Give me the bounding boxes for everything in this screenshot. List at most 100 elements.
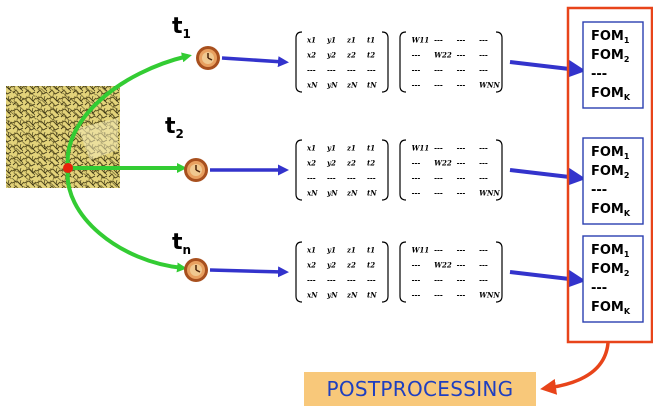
matrix-cell: --- [412,51,421,60]
fom-item-text: --- [591,67,607,82]
stopwatch-icon [184,158,208,182]
matrix-cell: --- [434,81,443,90]
matrix-cell: --- [457,291,466,300]
matrix-cell: --- [479,51,488,60]
stopwatch-icon [184,258,208,282]
matrix-cell: t1 [367,246,375,255]
fom-item: FOMK [591,202,631,218]
matrix-cell: tN [367,81,377,90]
matrix-cell: W22 [434,159,452,168]
matrix-cell: --- [457,246,466,255]
matrix-cell: y1 [326,144,336,153]
fom-item: FOM1 [591,243,630,259]
matrix-bracket-left [295,139,303,201]
fom-box-border [582,21,644,109]
matrix-cell: --- [412,276,421,285]
matrix-cell: --- [479,246,488,255]
matrix-bracket-right [495,139,503,201]
arrow-to-fom-3 [509,269,586,288]
matrix-bracket-right [381,31,389,93]
matrix-cell: --- [434,66,443,75]
matrix-cell: --- [457,159,466,168]
matrix-cell: --- [434,246,443,255]
matrix-bracket-left [295,241,303,303]
matrix-cell: --- [434,276,443,285]
fom-item: FOM1 [591,29,630,45]
fom-item-text: FOM [591,145,624,160]
matrix-cell: z2 [346,51,356,60]
fom-item-subscript: K [624,209,631,218]
matrix-cell: --- [479,276,488,285]
matrix-cell: --- [347,66,356,75]
matrix-cell: --- [327,174,336,183]
fom-item: FOM2 [591,262,629,278]
time-label-1: t1 [172,14,191,41]
matrix-cell: --- [327,276,336,285]
matrix-cell: zN [346,291,358,300]
matrix-cell: zN [346,81,358,90]
fom-item-text: FOM [591,202,624,217]
matrix-cell: x1 [306,144,316,153]
time-branch-arrows [63,52,192,273]
matrix-cell: --- [434,189,443,198]
matrix-cell: z2 [346,159,356,168]
matrix-cell: --- [412,66,421,75]
matrix-cell: x1 [306,246,316,255]
postprocessing-label: POSTPROCESSING [304,372,536,406]
time-label-2: t2 [165,114,184,141]
matrix-cell: y1 [326,246,336,255]
matrix-cell: x1 [306,36,316,45]
fom-item-text: --- [591,183,607,198]
fom-item-subscript: 2 [624,55,630,64]
fom-item-text: FOM [591,86,624,101]
fom-item-subscript: 1 [624,250,630,259]
matrix-cell: --- [457,144,466,153]
fom-item-text: FOM [591,29,624,44]
matrix-cell: --- [347,174,356,183]
matrix-cell: z2 [346,261,356,270]
matrix-cell: W22 [434,51,452,60]
matrix-cell: W22 [434,261,452,270]
matrix-cell: W11 [412,144,430,153]
time-label-n: tn [172,230,191,257]
matrix-cell: x2 [306,261,316,270]
matrix-cell: --- [479,66,488,75]
fom-item-text: FOM [591,243,624,258]
fom-item: FOM2 [591,164,629,180]
fom-item-text: FOM [591,262,624,277]
matrix-cell: --- [457,261,466,270]
matrix-bracket-left [399,139,407,201]
matrix-cell: W11 [412,246,430,255]
postprocessing-arrow [540,342,610,395]
matrix-cell: --- [412,261,421,270]
fom-box-border [582,137,644,225]
matrix-cell: --- [479,261,488,270]
fom-arrows [509,59,586,288]
fom-item: FOM1 [591,145,630,161]
matrix-cell: --- [367,66,376,75]
matrix-cell: --- [367,174,376,183]
matrix-cell: x2 [306,51,316,60]
fom-item-subscript: 1 [624,36,630,45]
matrix-cell: --- [412,159,421,168]
weight-matrix: W11------------W22----------------------… [399,241,503,303]
fom-item-text: --- [591,281,607,296]
fom-item-subscript: K [624,93,631,102]
branch-arrow-t1 [65,52,192,169]
matrix-cell: t2 [367,51,375,60]
matrix-cell: WNN [479,189,500,198]
fom-box-border [582,235,644,323]
fom-item-subscript: 2 [624,171,630,180]
matrix-cell: --- [479,36,488,45]
matrix-cell: y2 [326,159,336,168]
matrix-cell: t1 [367,36,375,45]
matrix-cell: --- [347,276,356,285]
